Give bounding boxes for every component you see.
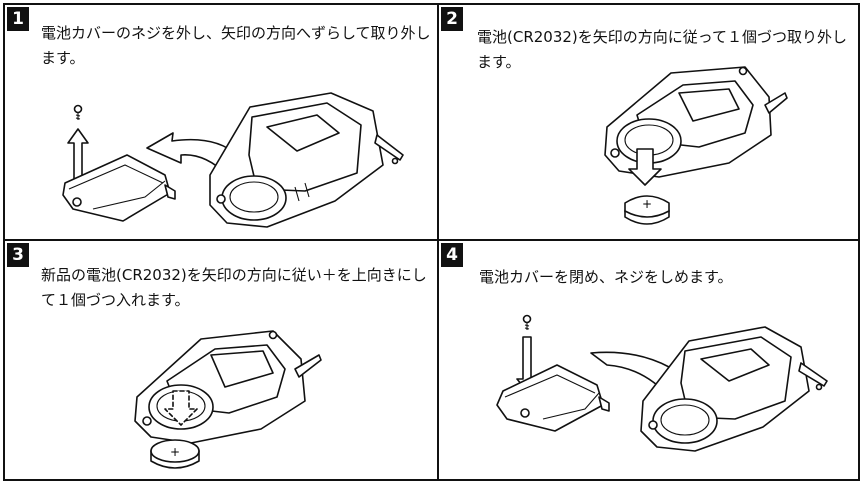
down-arrow-icon <box>628 148 662 186</box>
step-panel-1: 1 電池カバーのネジを外し、矢印の方向へずらして取り外します。 <box>5 5 437 239</box>
step-1-illustration <box>62 92 404 228</box>
remote-illustration <box>640 326 828 452</box>
step-2-illustration: + <box>604 66 788 225</box>
step-4-illustration <box>496 314 828 452</box>
remote-illustration <box>604 66 788 178</box>
plus-symbol: + <box>642 197 652 211</box>
plus-symbol: + <box>170 445 180 459</box>
instruction-sheet: 1 電池カバーのネジを外し、矢印の方向へずらして取り外します。 <box>3 3 860 481</box>
screw-icon <box>73 104 83 120</box>
battery-illustration: + <box>624 195 670 225</box>
down-arrow-icon <box>164 390 198 426</box>
step-instruction-text: 電池カバーのネジを外し、矢印の方向へずらして取り外します。 <box>41 24 431 67</box>
screw-icon <box>522 314 532 330</box>
divider-horizontal <box>5 239 858 241</box>
step-3-illustration: + <box>134 330 322 469</box>
battery-illustration: + <box>150 439 200 469</box>
remote-illustration <box>134 330 322 444</box>
battery-cover-illustration <box>496 364 610 432</box>
step-number-badge: 4 <box>441 243 463 267</box>
step-panel-4: 4 電池カバーを閉め、ネジをしめます。 <box>439 241 858 479</box>
step-number-badge: 1 <box>7 7 29 31</box>
step-instruction-text: 電池(CR2032)を矢印の方向に従って１個づつ取り外します。 <box>477 28 848 71</box>
step-number-badge: 2 <box>441 7 463 31</box>
step-instruction-text: 新品の電池(CR2032)を矢印の方向に従い＋を上向きにして１個づつ入れます。 <box>41 266 427 309</box>
battery-cover-illustration <box>62 154 176 222</box>
remote-illustration <box>209 92 404 228</box>
step-instruction-text: 電池カバーを閉め、ネジをしめます。 <box>479 268 733 286</box>
step-number-badge: 3 <box>7 243 29 267</box>
divider-vertical <box>437 5 439 479</box>
step-panel-3: 3 新品の電池(CR2032)を矢印の方向に従い＋を上向きにして１個づつ入れます… <box>5 241 437 479</box>
step-panel-2: 2 電池(CR2032)を矢印の方向に従って１個づつ取り外します。 <box>439 5 858 239</box>
